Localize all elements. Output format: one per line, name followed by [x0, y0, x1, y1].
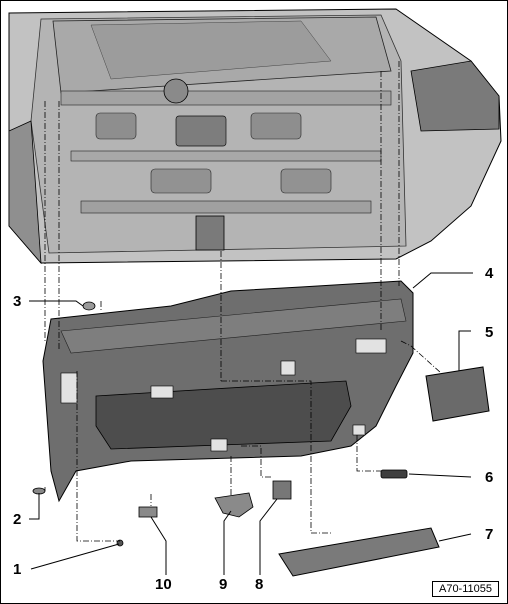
callout-6: 6: [485, 469, 493, 486]
figure-reference: A70-11055: [431, 581, 499, 597]
retainer-part: [82, 301, 96, 311]
tailgate-body: [8, 8, 502, 265]
holder-part: [214, 492, 254, 518]
callout-10: 10: [155, 576, 172, 593]
callout-3: 3: [13, 293, 21, 310]
grab-handle-part: [278, 527, 440, 577]
cover-part: [425, 366, 490, 422]
clip-holder-part: [138, 506, 158, 518]
callout-5: 5: [485, 324, 493, 341]
small-parts: [32, 301, 292, 547]
callout-labels: 1 2 3 4 5 6 7 8 9 10: [13, 265, 494, 593]
light-part: [380, 469, 408, 479]
callout-2: 2: [13, 511, 21, 528]
callout-9: 9: [219, 576, 227, 593]
callout-4: 4: [485, 265, 494, 282]
callout-1: 1: [13, 561, 21, 578]
leader-lines: [29, 272, 473, 575]
callout-7: 7: [485, 526, 493, 543]
trim-panel: [42, 280, 414, 503]
bracket-part: [272, 480, 292, 500]
callout-8: 8: [255, 576, 263, 593]
